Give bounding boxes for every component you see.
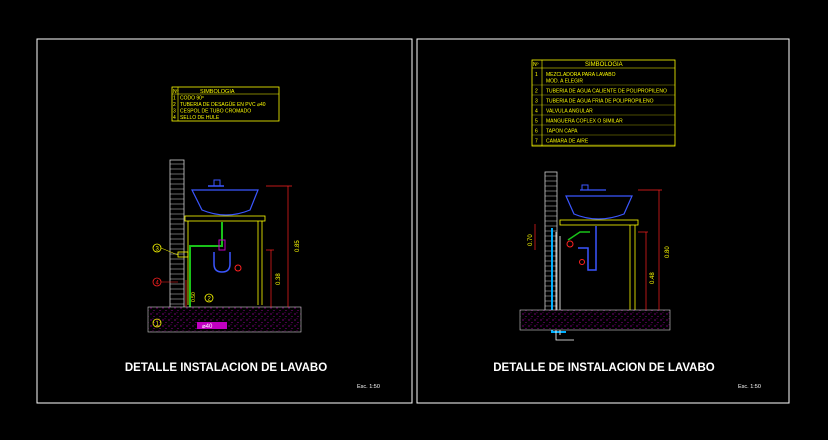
left-drawing-title: DETALLE INSTALACION DE LAVABO [125,362,327,374]
left-legend-row-number: 2 [173,102,176,108]
left-pipe-label: ⌀40 [202,324,213,330]
left-panel: Nº SIMBOLOGIA 1 CODO 90º 2 TUBERIA DE DESAG… [36,38,413,404]
right-dim-048: 0.48 [650,272,656,284]
left-sink [184,179,266,305]
svg-text:4: 4 [156,281,160,287]
right-legend-table: Nº SIMBOLOGIA 1 MEZCLADORA PARA LAVABOMOD… [531,59,676,147]
left-legend-row-number: 1 [173,96,176,102]
left-marker-3: 3 [152,243,179,256]
left-legend-row-text: CODO 90º [180,96,204,102]
right-legend-row-number: 1 [535,72,538,78]
left-legend-row-text: SELLO DE HULE [180,115,220,121]
right-legend-row-text: MANGUERA COFLEX O SIMILAR [546,119,623,125]
left-dim-085: 0.85 [295,240,301,252]
right-legend-row-text: VALVULA ANGULAR [546,109,593,115]
right-legend-row-text: TUBERIA DE AGUA FRIA DE POLIPROPILENO [546,99,654,105]
left-marker-1: 1 [152,318,162,328]
left-legend-title: SIMBOLOGIA [200,89,235,95]
right-legend-row-text: CAMARA DE AIRE [546,139,589,145]
left-legend-row-number: 3 [173,109,176,115]
right-sink [559,184,639,310]
right-dim-070: 0.70 [528,234,534,246]
left-frame [36,38,413,404]
left-legend-row-text: TUBERIA DE DESAGÜE EN PVC ⌀40 [180,101,266,108]
svg-text:3: 3 [156,247,160,253]
svg-text:2: 2 [208,297,212,303]
right-legend-row-number: 4 [535,109,538,115]
right-legend-row-subtext: MOD. A ELEGIR [546,79,583,85]
right-legend-row-text: MEZCLADORA PARA LAVABO [546,72,616,78]
left-marker-2: 2 [204,293,214,303]
right-legend-row-number: 3 [535,99,538,105]
left-marker-4: 4 [152,277,178,287]
left-dimensions [185,185,292,307]
right-legend-title: SIMBOLOGIA [585,62,623,68]
right-dimensions [534,189,662,310]
right-frame [416,38,790,404]
right-legend-row-number: 7 [535,139,538,145]
right-legend-header-no: Nº [533,62,539,68]
right-panel: Nº SIMBOLOGIA 1 MEZCLADORA PARA LAVABOMOD… [416,38,790,404]
right-drawing-title: DETALLE DE INSTALACION DE LAVABO [493,362,715,374]
left-legend-row-text: CESPOL DE TUBO CROMADO [180,109,251,115]
right-legend-row-number: 2 [535,89,538,95]
right-dim-080: 0.80 [665,246,671,258]
left-legend-table: Nº SIMBOLOGIA 1 CODO 90º 2 TUBERIA DE DESAG… [171,86,280,122]
left-wall [169,159,185,311]
right-legend-row-text: TAPON CAPA [546,129,578,135]
right-legend-row-text: TUBERIA DE AGUA CALIENTE DE POLIPROPILEN… [546,89,667,95]
right-legend-row-number: 6 [535,129,538,135]
right-legend-row-number: 5 [535,119,538,125]
svg-text:1: 1 [156,322,160,328]
left-scale-label: Esc. 1:50 [357,384,380,390]
right-scale-label: Esc. 1:50 [738,384,761,390]
right-floor-slab [519,309,671,331]
left-legend-header-no: Nº [173,89,179,95]
left-dim-038: 0.38 [276,273,282,285]
left-dim-050: 0.50 [191,292,197,302]
left-legend-row-number: 4 [173,115,176,121]
